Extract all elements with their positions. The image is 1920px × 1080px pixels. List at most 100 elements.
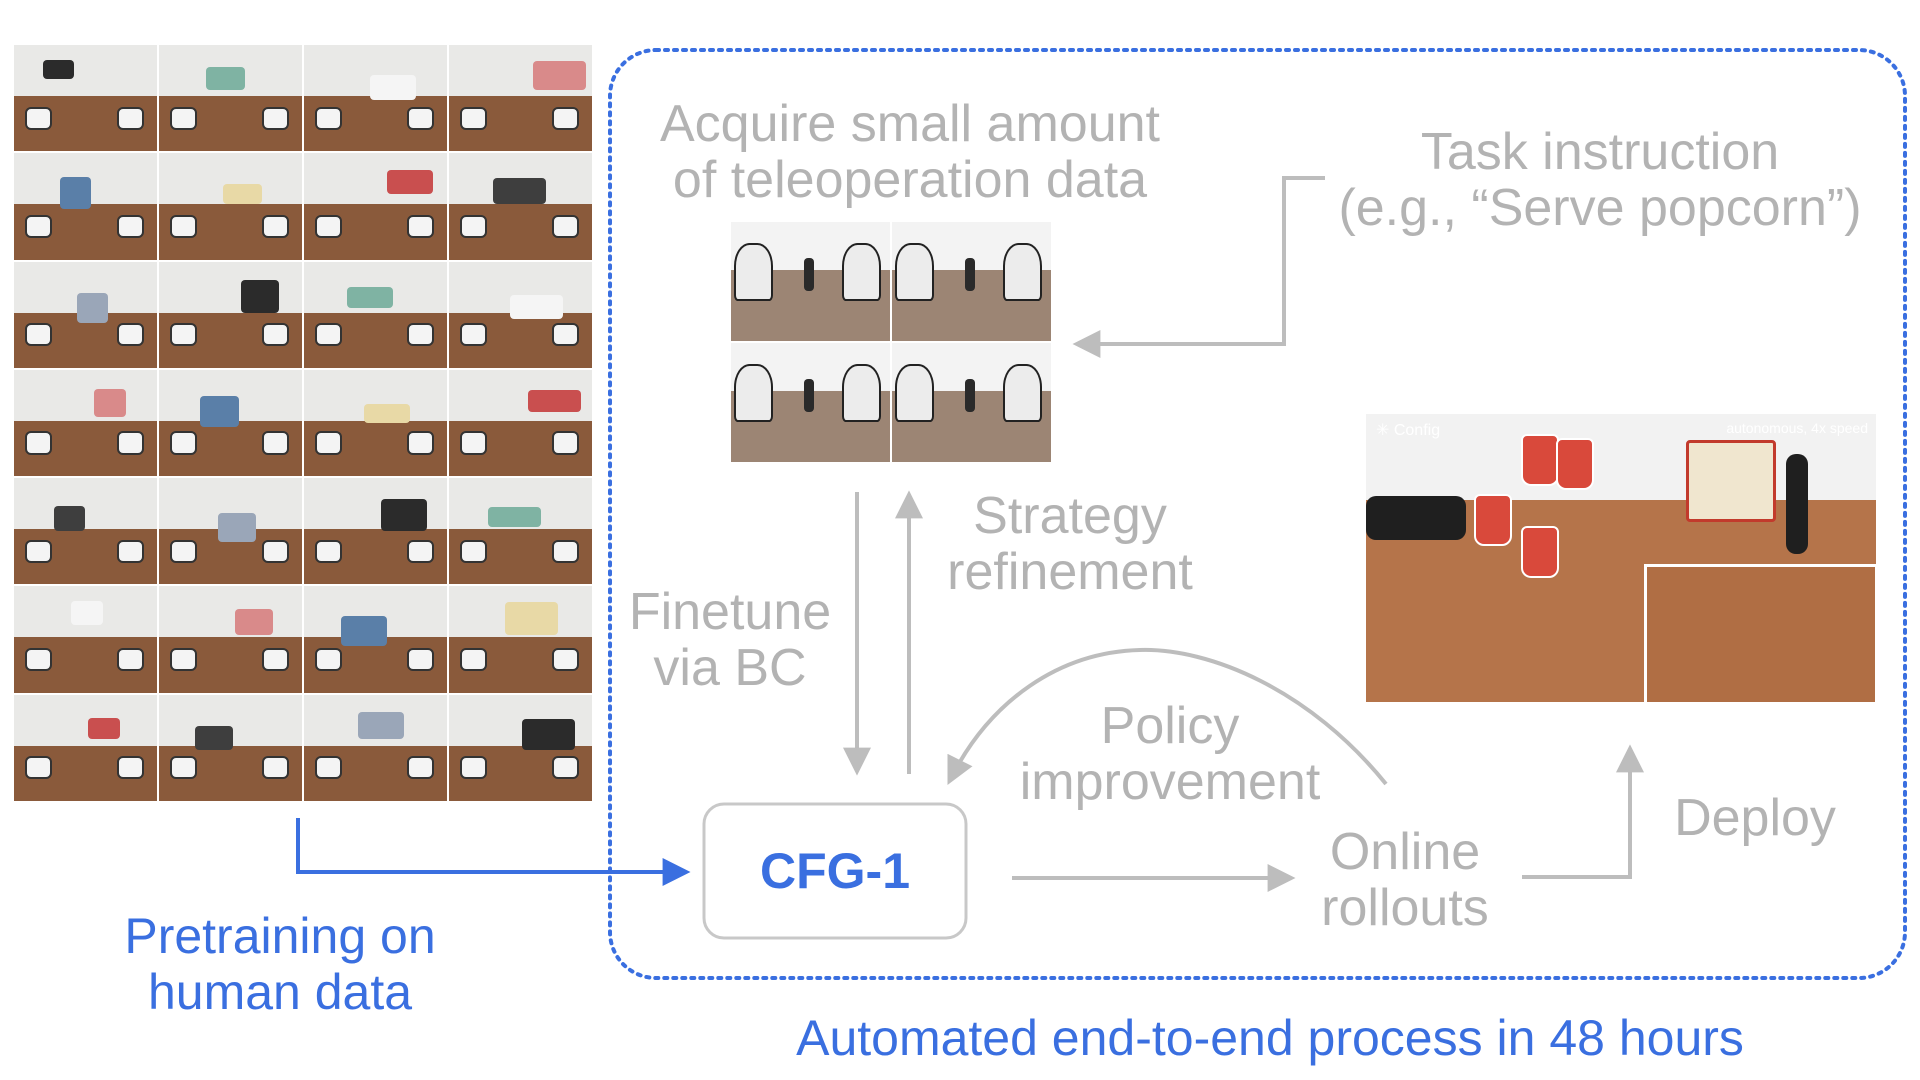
gripper	[460, 539, 488, 563]
human-data-tile	[14, 694, 157, 801]
gripper	[170, 431, 198, 455]
gripper	[116, 323, 144, 347]
gripper	[261, 648, 289, 672]
automation-dotted-border	[608, 48, 1907, 980]
deploy-label: Deploy	[1674, 789, 1836, 847]
human-data-tile	[14, 586, 157, 693]
gripper	[261, 106, 289, 130]
gripper	[25, 648, 53, 672]
gripper	[261, 323, 289, 347]
policy-improvement-arrow	[947, 647, 1388, 786]
human-data-tile	[449, 694, 592, 801]
gripper	[261, 539, 289, 563]
gripper	[116, 106, 144, 130]
task-instruction-line-1: Task instruction	[1420, 123, 1780, 181]
human-data-tile	[449, 369, 592, 477]
gripper	[551, 756, 579, 780]
gripper	[116, 431, 144, 455]
human-data-tile	[304, 369, 447, 477]
gripper	[116, 648, 144, 672]
tile-object	[369, 74, 416, 101]
human-data-tile	[159, 45, 302, 152]
human-data-tile	[449, 261, 592, 368]
teleoperation-image-grid	[731, 222, 1051, 462]
gripper	[170, 214, 198, 239]
gripper	[406, 323, 434, 347]
teleoperation-frame	[892, 343, 1051, 462]
task-to-teleop-arrow	[1072, 176, 1325, 358]
task-instruction-line-2: (e.g., “Serve popcorn”)	[1338, 179, 1862, 237]
human-data-tile	[159, 586, 302, 693]
gripper	[406, 106, 434, 130]
human-data-tile	[304, 261, 447, 368]
gripper	[315, 756, 343, 780]
online-line-2: rollouts	[1321, 879, 1489, 937]
gripper	[406, 214, 434, 239]
tile-object	[341, 616, 387, 646]
deployment-image: ✳ Config autonomous, 4x speed	[1366, 414, 1876, 702]
gripper	[460, 214, 488, 239]
tile-object	[42, 59, 75, 79]
model-box-label: CFG-1	[760, 843, 910, 899]
tile-object	[493, 177, 547, 205]
tile-table	[14, 45, 157, 96]
gripper	[315, 323, 343, 347]
tile-table	[14, 478, 157, 530]
gripper	[551, 106, 579, 130]
human-data-tile	[304, 586, 447, 693]
tile-object	[206, 67, 245, 90]
tile-object	[94, 388, 126, 417]
human-data-tile	[449, 153, 592, 260]
gripper	[25, 106, 53, 130]
gripper	[406, 539, 434, 563]
gripper	[551, 323, 579, 347]
gripper	[406, 648, 434, 672]
popcorn-machine	[1686, 440, 1776, 522]
teleoperation-frame	[892, 222, 1051, 341]
deployment-inset-view	[1644, 564, 1876, 702]
policy-line-2: improvement	[1019, 753, 1321, 811]
gripper	[406, 431, 434, 455]
gripper	[25, 431, 53, 455]
tile-table	[159, 586, 302, 638]
gripper	[25, 214, 53, 239]
gripper	[315, 106, 343, 130]
object	[965, 257, 975, 291]
robot-arm	[1786, 454, 1808, 554]
gripper	[116, 539, 144, 563]
gripper	[315, 431, 343, 455]
robot-arm	[842, 243, 882, 301]
cup	[1556, 438, 1594, 490]
task-instruction-label: Task instruction (e.g., “Serve popcorn”)	[1320, 124, 1880, 236]
model-box-outline	[702, 802, 968, 940]
policy-line-1: Policy	[1100, 697, 1240, 755]
strategy-refinement-label: Strategy refinement	[930, 488, 1210, 600]
finetune-line-1: Finetune	[628, 583, 832, 641]
gripper	[170, 539, 198, 563]
human-data-image-grid	[14, 45, 592, 801]
robot-arm	[842, 364, 882, 422]
gripper	[460, 648, 488, 672]
tile-table	[14, 369, 157, 421]
tile-table	[14, 694, 157, 746]
tile-object	[59, 176, 92, 209]
gripper	[170, 648, 198, 672]
acquire-label: Acquire small amount of teleoperation da…	[640, 96, 1180, 208]
tile-object	[54, 505, 86, 532]
gripper	[460, 431, 488, 455]
tile-object	[510, 294, 564, 319]
gripper	[460, 106, 488, 130]
tile-object	[533, 60, 587, 90]
gripper	[315, 214, 343, 239]
cup	[1521, 526, 1559, 578]
human-data-tile	[159, 694, 302, 801]
pretraining-arrow	[296, 818, 691, 886]
acquire-label-line-2: of teleoperation data	[672, 151, 1148, 209]
pretraining-line-1: Pretraining on	[124, 908, 436, 964]
deployment-right-label: autonomous, 4x speed	[1726, 420, 1868, 436]
acquire-label-line-1: Acquire small amount	[660, 95, 1160, 153]
human-data-tile	[304, 45, 447, 152]
gripper	[315, 648, 343, 672]
tile-object	[527, 390, 581, 413]
